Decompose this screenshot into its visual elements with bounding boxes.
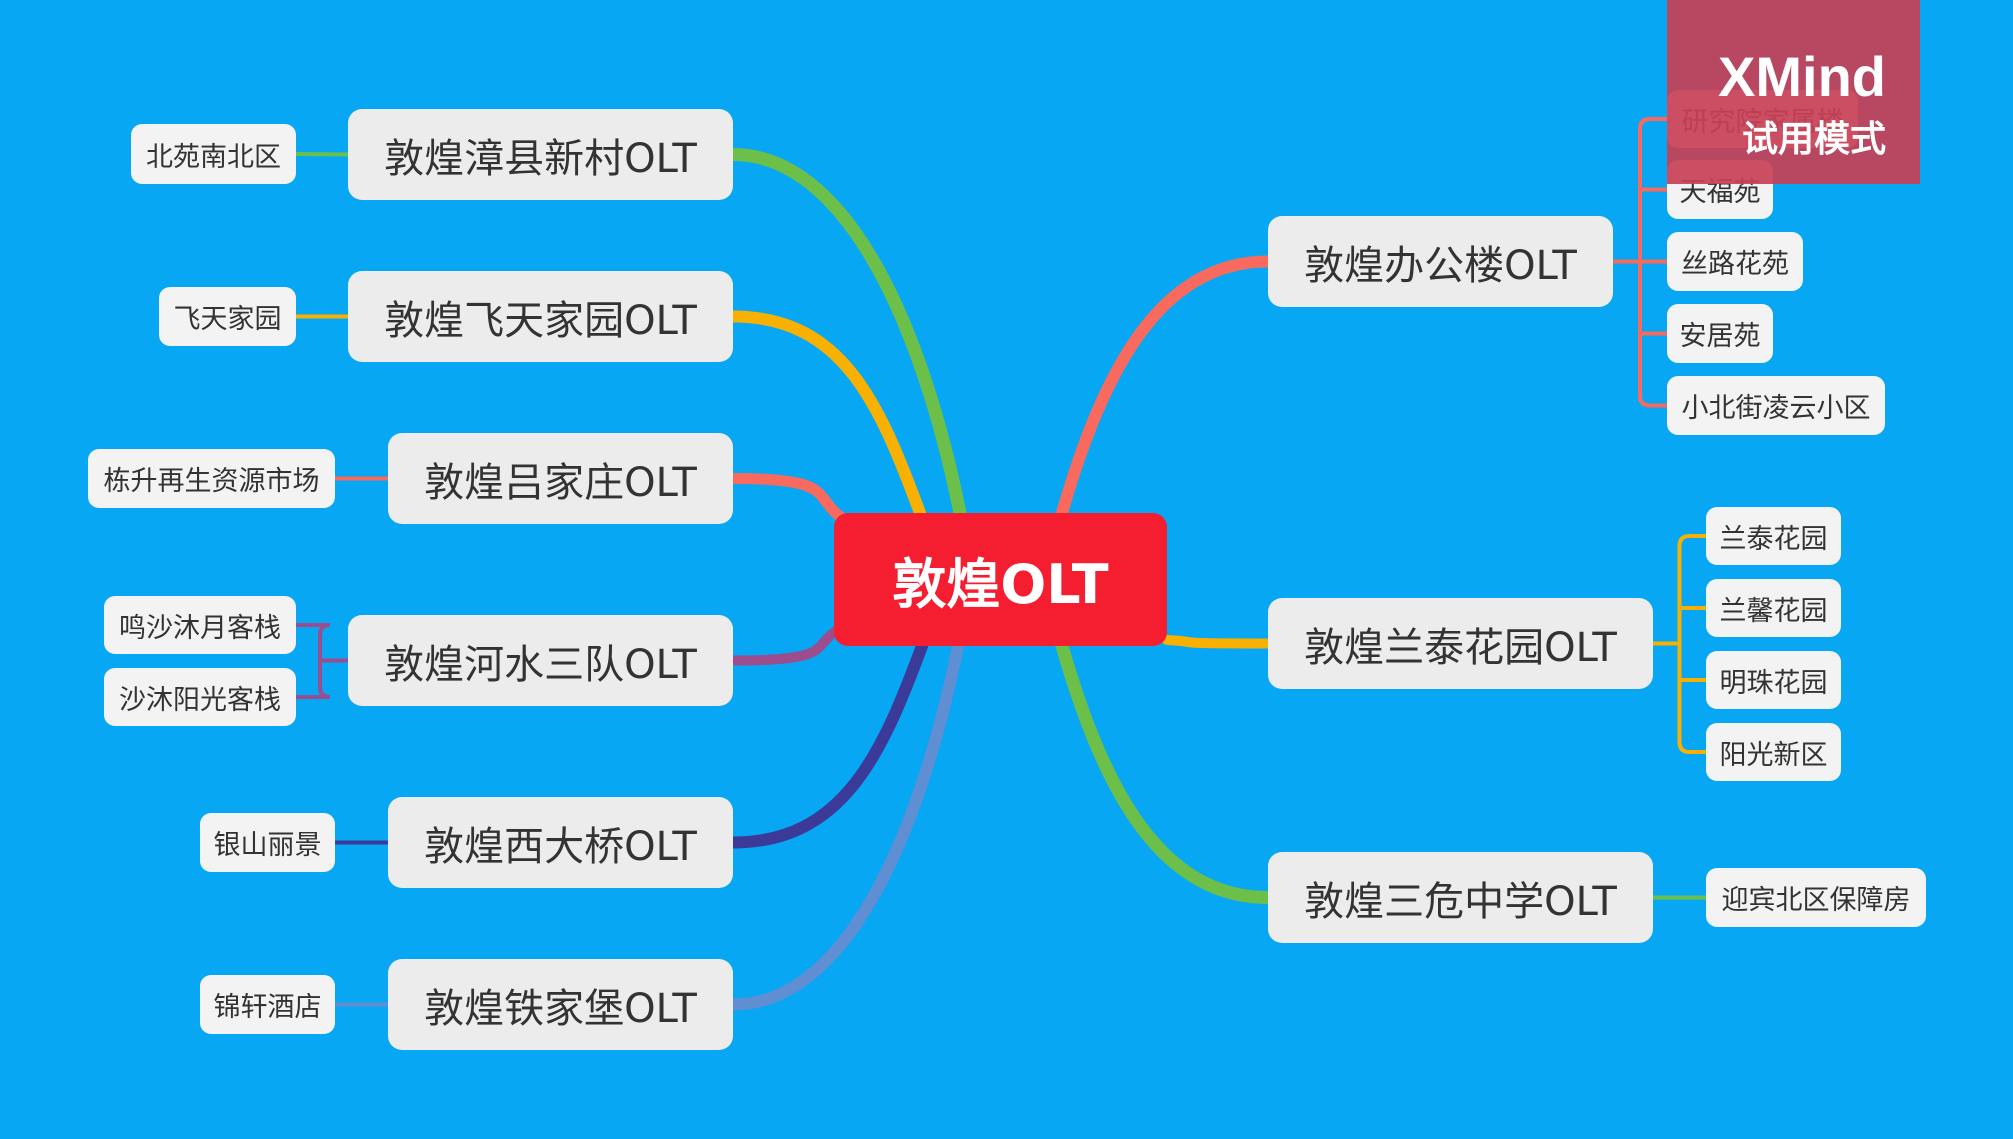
- subtopic-bangonglou-2[interactable]: 丝路花苑: [1667, 232, 1803, 291]
- topic-sanwei[interactable]: 敦煌三危中学OLT: [1268, 852, 1653, 943]
- subtopic-lantai-2[interactable]: 明珠花园: [1706, 651, 1841, 709]
- xmind-trial-watermark: XMind 试用模式: [1667, 0, 1920, 184]
- subtopic-zhangxian-0[interactable]: 北苑南北区: [131, 124, 296, 184]
- branch-line-bangonglou: [1056, 255, 1274, 519]
- topic-bangonglou[interactable]: 敦煌办公楼OLT: [1268, 216, 1613, 307]
- watermark-mode: 试用模式: [1741, 118, 1886, 159]
- leaf-bracket-heshui: [294, 623, 331, 699]
- subtopic-lantai-3[interactable]: 阳光新区: [1706, 723, 1841, 781]
- subtopic-tiejiabao-0[interactable]: 锦轩酒店: [200, 975, 335, 1034]
- subtopic-heshui-1[interactable]: 沙沐阳光客栈: [104, 668, 296, 726]
- topic-feitian[interactable]: 敦煌飞天家园OLT: [348, 271, 733, 362]
- root-topic[interactable]: 敦煌OLT: [834, 513, 1167, 646]
- subtopic-heshui-0[interactable]: 鸣沙沐月客栈: [104, 596, 296, 654]
- branch-line-zhangxian: [726, 148, 967, 520]
- leaf-line-zhangxian: [294, 152, 350, 157]
- topic-xidaqiao[interactable]: 敦煌西大桥OLT: [388, 797, 733, 888]
- topic-heshui[interactable]: 敦煌河水三队OLT: [348, 615, 733, 706]
- topic-lantai[interactable]: 敦煌兰泰花园OLT: [1268, 598, 1653, 689]
- branch-line-tiejiabao: [727, 640, 964, 1011]
- subtopic-feitian-0[interactable]: 飞天家园: [159, 287, 296, 346]
- topic-tiejiabao[interactable]: 敦煌铁家堡OLT: [388, 959, 733, 1050]
- subtopic-bangonglou-3[interactable]: 安居苑: [1667, 304, 1773, 363]
- branch-line-lvjiazhuang: [727, 473, 854, 528]
- branch-line-sanwei: [1055, 639, 1275, 904]
- subtopic-sanwei-0[interactable]: 迎宾北区保障房: [1706, 868, 1926, 927]
- subtopic-lvjiazhuang-0[interactable]: 栋升再生资源市场: [88, 449, 335, 508]
- topic-zhangxian[interactable]: 敦煌漳县新村OLT: [348, 109, 733, 200]
- subtopic-bangonglou-4[interactable]: 小北街凌云小区: [1667, 376, 1885, 435]
- subtopic-lantai-1[interactable]: 兰馨花园: [1706, 579, 1841, 637]
- branch-line-feitian: [727, 310, 926, 519]
- topic-lvjiazhuang[interactable]: 敦煌吕家庄OLT: [388, 433, 733, 524]
- watermark-brand: XMind: [1718, 45, 1886, 108]
- branch-line-xidaqiao: [727, 640, 928, 849]
- subtopic-lantai-0[interactable]: 兰泰花园: [1706, 507, 1841, 565]
- branch-line-lantai: [1162, 635, 1273, 649]
- subtopic-xidaqiao-0[interactable]: 银山丽景: [200, 813, 335, 872]
- leaf-bracket-lantai: [1677, 534, 1708, 754]
